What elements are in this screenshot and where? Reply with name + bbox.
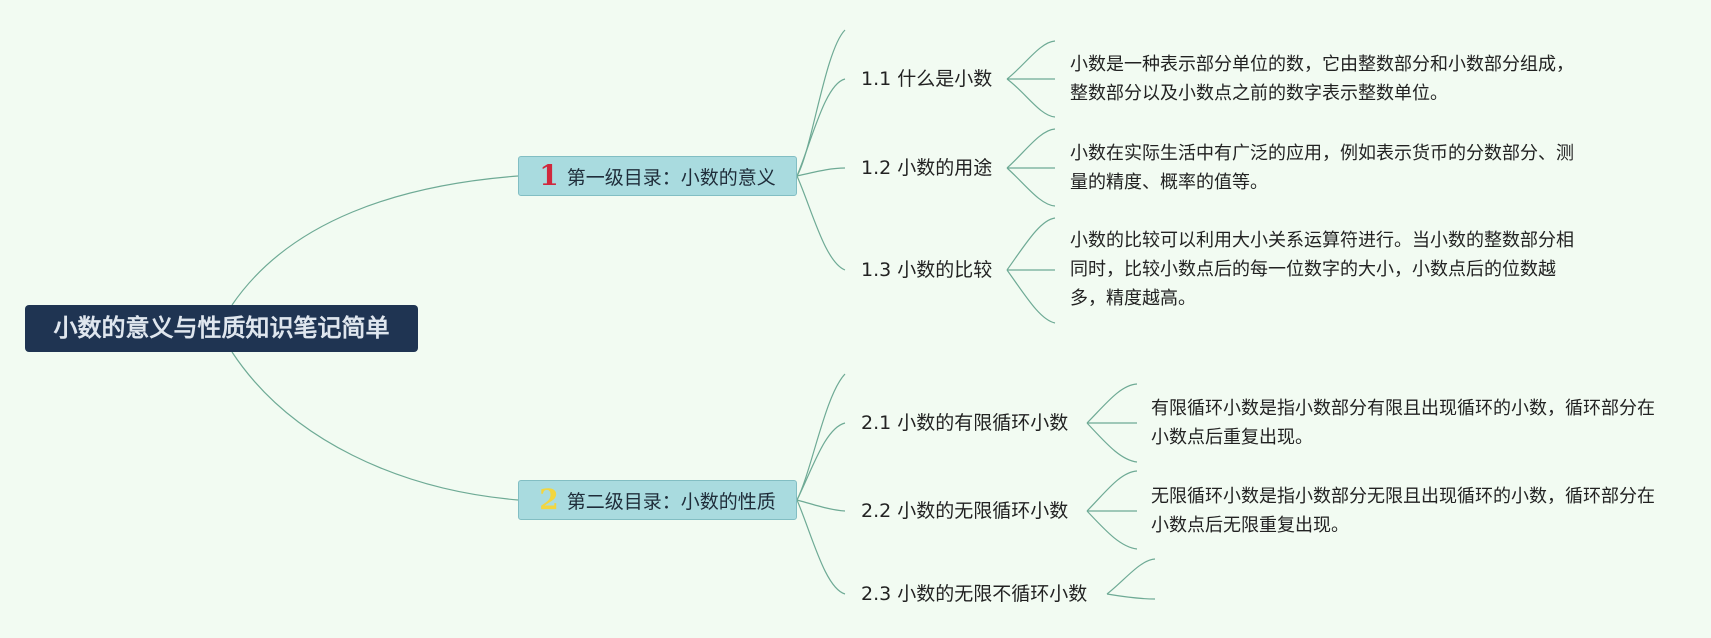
topic-description-1-2: 小数在实际生活中有广泛的应用，例如表示货币的分数部分、测量的精度、概率的值等。 [1070, 139, 1580, 197]
edge-section-2-item-1 [796, 422, 846, 501]
topic-node-2-2[interactable]: 2.2 小数的无限循环小数 [861, 499, 1068, 523]
edge-item-2-1-top [1086, 383, 1138, 424]
edge-root-section-2 [231, 351, 519, 501]
edge-item-1-1-bottom [1006, 78, 1056, 118]
edge-item-1-3-top [1006, 217, 1056, 271]
topic-node-2-1[interactable]: 2.1 小数的有限循环小数 [861, 411, 1068, 435]
edge-item-2-3-top [1106, 558, 1156, 595]
edge-item-2-2-top [1086, 470, 1138, 512]
edge-item-1-2-bottom [1006, 167, 1056, 207]
topic-node-2-3[interactable]: 2.3 小数的无限不循环小数 [861, 582, 1087, 606]
topic-description-text: 小数的比较可以利用大小关系运算符进行。当小数的整数部分相同时，比较小数点后的每一… [1070, 230, 1574, 309]
topic-description-text: 有限循环小数是指小数部分有限且出现循环的小数，循环部分在小数点后重复出现。 [1151, 398, 1655, 448]
edge-section-1-item-2 [796, 167, 846, 177]
edge-root-section-1 [231, 175, 519, 306]
edge-item-2-2-bottom [1086, 510, 1138, 550]
root-title: 小数的意义与性质知识笔记简单 [53, 314, 390, 342]
topic-title: 1.1 什么是小数 [861, 68, 993, 90]
section-node-2[interactable]: 2 第二级目录：小数的性质 [518, 480, 797, 520]
edge-section-1-item-3 [796, 175, 846, 271]
topic-description-text: 小数在实际生活中有广泛的应用，例如表示货币的分数部分、测量的精度、概率的值等。 [1070, 143, 1574, 193]
topic-description-text: 无限循环小数是指小数部分无限且出现循环的小数，循环部分在小数点后无限重复出现。 [1151, 486, 1655, 536]
topic-node-1-2[interactable]: 1.2 小数的用途 [861, 156, 992, 180]
topic-node-1-3[interactable]: 1.3 小数的比较 [861, 258, 992, 282]
section-number-badge: 2 [539, 483, 559, 516]
edge-section-1-fan-top [796, 29, 846, 177]
edge-item-1-3-bottom [1006, 269, 1056, 324]
section-title: 第二级目录：小数的性质 [566, 490, 776, 513]
edge-section-2-item-2 [796, 499, 846, 512]
topic-title: 2.3 小数的无限不循环小数 [861, 583, 1088, 605]
edge-section-1-item-1 [796, 78, 846, 177]
topic-description-1-3: 小数的比较可以利用大小关系运算符进行。当小数的整数部分相同时，比较小数点后的每一… [1070, 226, 1580, 313]
section-title: 第一级目录：小数的意义 [566, 166, 776, 189]
topic-title: 2.2 小数的无限循环小数 [861, 500, 1069, 522]
section-number-badge: 1 [539, 159, 559, 192]
topic-title: 2.1 小数的有限循环小数 [861, 412, 1069, 434]
topic-description-text: 小数是一种表示部分单位的数，它由整数部分和小数部分组成，整数部分以及小数点之前的… [1070, 54, 1574, 104]
edge-item-1-2-top [1006, 128, 1056, 169]
topic-title: 1.3 小数的比较 [861, 259, 993, 281]
section-node-1[interactable]: 1 第一级目录：小数的意义 [518, 156, 797, 196]
edge-item-2-3-bottom [1106, 593, 1156, 600]
edge-section-2-item-3 [796, 499, 846, 595]
topic-description-2-2: 无限循环小数是指小数部分无限且出现循环的小数，循环部分在小数点后无限重复出现。 [1151, 482, 1661, 540]
root-node[interactable]: 小数的意义与性质知识笔记简单 [25, 305, 418, 352]
topic-description-1-1: 小数是一种表示部分单位的数，它由整数部分和小数部分组成，整数部分以及小数点之前的… [1070, 50, 1580, 108]
edge-item-2-1-bottom [1086, 422, 1138, 463]
topic-title: 1.2 小数的用途 [861, 157, 993, 179]
topic-node-1-1[interactable]: 1.1 什么是小数 [861, 67, 992, 91]
topic-description-2-1: 有限循环小数是指小数部分有限且出现循环的小数，循环部分在小数点后重复出现。 [1151, 394, 1661, 452]
edge-section-2-fan-top [796, 373, 846, 501]
edge-item-1-1-top [1006, 40, 1056, 80]
